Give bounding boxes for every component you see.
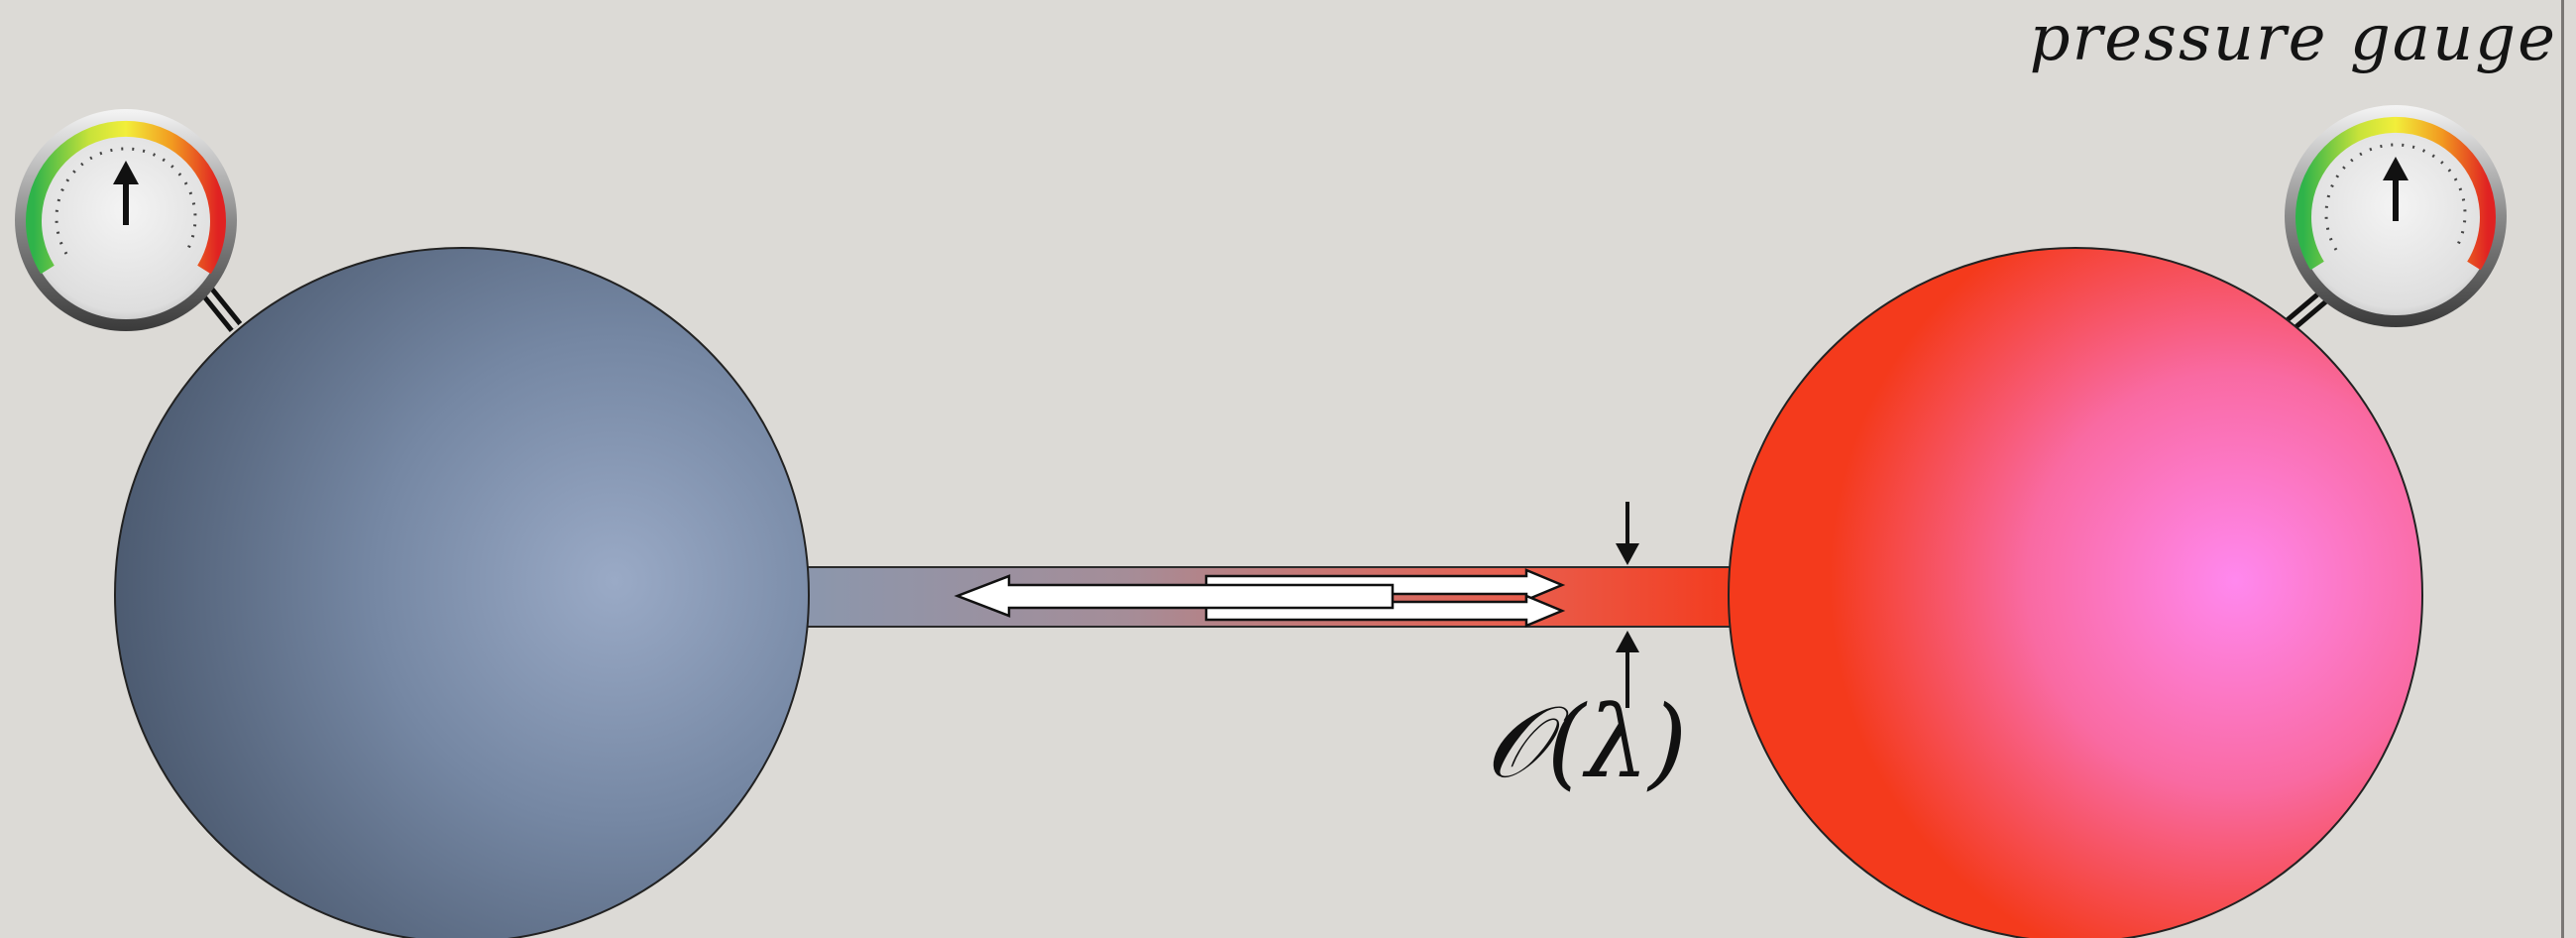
hot-sphere bbox=[1729, 248, 2422, 938]
left-pressure-gauge-icon bbox=[15, 109, 237, 331]
tube-width-label: 𝒪(λ) bbox=[1457, 684, 1715, 801]
frame-edge bbox=[2561, 0, 2564, 938]
right-pressure-gauge-icon bbox=[2285, 105, 2507, 327]
cold-sphere bbox=[115, 248, 809, 938]
pressure-gauge-caption: pressure gauge bbox=[1943, 2, 2557, 75]
